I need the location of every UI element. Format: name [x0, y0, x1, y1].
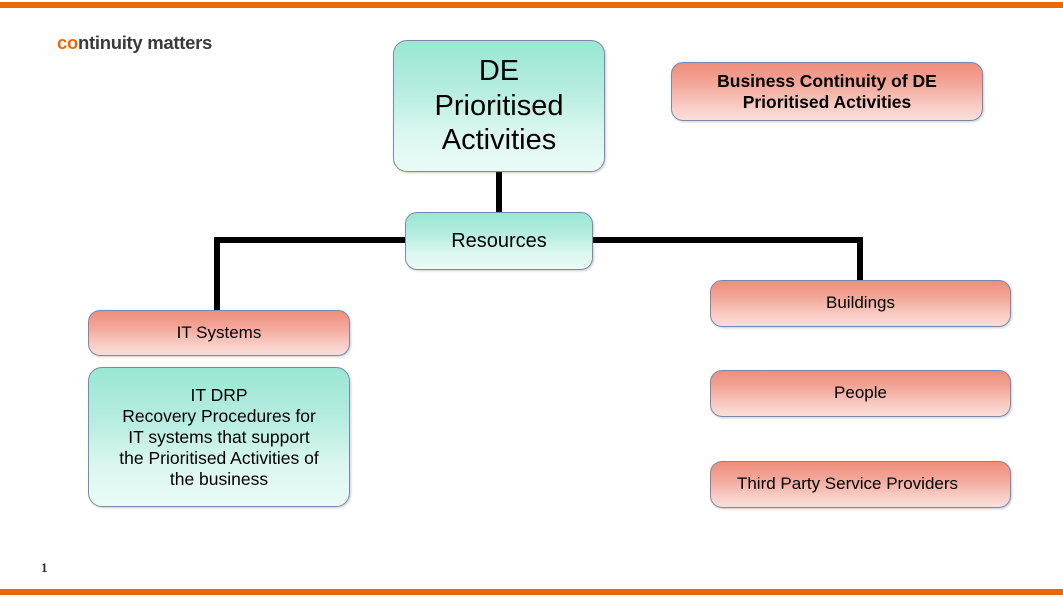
node-buildings-label: Buildings [826, 293, 895, 313]
logo-accent-text: co [57, 32, 78, 53]
logo-rest-text: ntinuity matters [78, 32, 212, 53]
connector-to-buildings [857, 237, 863, 283]
node-it-drp-line5: the business [169, 468, 269, 489]
node-it-drp-line4: the Prioritised Activities of [119, 447, 319, 468]
node-third-party-service-providers[interactable]: Third Party Service Providers [710, 461, 1011, 508]
top-accent-rule [0, 2, 1063, 8]
page-number: 1 [41, 560, 48, 575]
node-de-prioritised-activities[interactable]: DE Prioritised Activities [393, 40, 605, 172]
node-it-drp-line1: IT DRP [190, 384, 248, 405]
node-it-drp[interactable]: IT DRP Recovery Procedures for IT system… [88, 367, 350, 507]
connector-de-to-resources [496, 171, 502, 214]
node-de-line1: DE [478, 54, 520, 87]
node-people-label: People [834, 383, 887, 403]
node-people[interactable]: People [710, 370, 1011, 417]
node-it-drp-line3: IT systems that support [128, 426, 310, 447]
node-header-business-continuity[interactable]: Business Continuity of DE Prioritised Ac… [671, 62, 983, 121]
node-de-line3: Activities [441, 124, 557, 157]
node-it-systems[interactable]: IT Systems [88, 310, 350, 356]
connector-to-it-systems [214, 237, 220, 313]
bottom-accent-rule [0, 589, 1063, 595]
node-third-party-label: Third Party Service Providers [736, 474, 959, 494]
header-box-line2: Prioritised Activities [742, 91, 912, 112]
node-buildings[interactable]: Buildings [710, 280, 1011, 327]
header-box-line1: Business Continuity of DE [717, 70, 937, 91]
node-resources[interactable]: Resources [405, 212, 593, 270]
brand-logo: continuity matters [57, 32, 212, 53]
node-resources-label: Resources [451, 230, 547, 252]
node-de-line2: Prioritised [434, 89, 564, 122]
node-it-systems-label: IT Systems [176, 322, 262, 342]
node-it-drp-line2: Recovery Procedures for [122, 405, 316, 426]
